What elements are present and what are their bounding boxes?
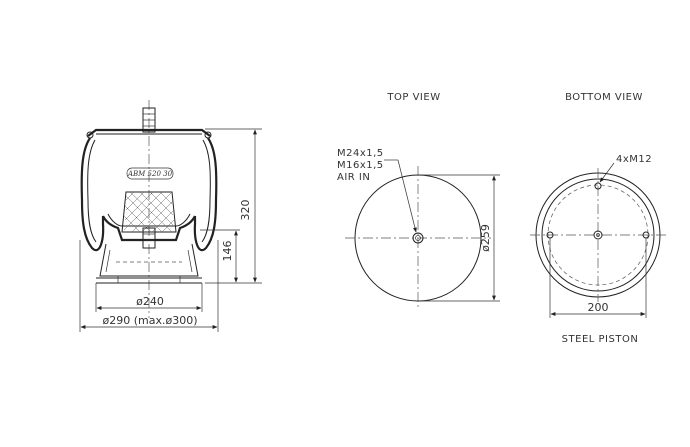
rubber-bumper [121,191,177,233]
top-thread-2: M16x1,5 [337,160,384,171]
bellow-outline [80,137,218,252]
bottom-view: BOTTOM VIEW 4xM12 200 STEEL PISTON [530,92,666,345]
steel-piston-label: STEEL PISTON [562,334,639,345]
air-inlet-port [412,232,424,244]
top-leader-line [397,159,417,233]
dim-height-piston: 146 [221,241,234,262]
top-dim-dia: ø259 [479,224,492,252]
piston-body [96,243,202,284]
top-thread-1: M24x1,5 [337,148,384,159]
top-view-title: TOP VIEW [386,92,440,103]
bottom-view-title: BOTTOM VIEW [565,92,643,103]
dim-height-total: 320 [239,200,252,221]
top-view: TOP VIEW M24x1,5 M16x1,5 AIR IN ø259 [337,92,500,310]
dim-dia-bellow: ø290 (max.ø300) [103,314,198,327]
bellow-stamp-text: ABM 520 30 [127,170,173,178]
bottom-dim-span: 200 [588,301,609,314]
top-stud [142,107,156,133]
dim-dia-piston: ø240 [136,295,164,308]
bellow-stamp: ABM 520 30 [126,167,174,180]
bottom-thread-bolts: 4xM12 [616,154,652,165]
piston-bolt [142,227,156,249]
bottom-leader-line [599,162,615,183]
side-view: ABM 520 30 [79,100,262,332]
top-port-label: AIR IN [337,172,370,183]
